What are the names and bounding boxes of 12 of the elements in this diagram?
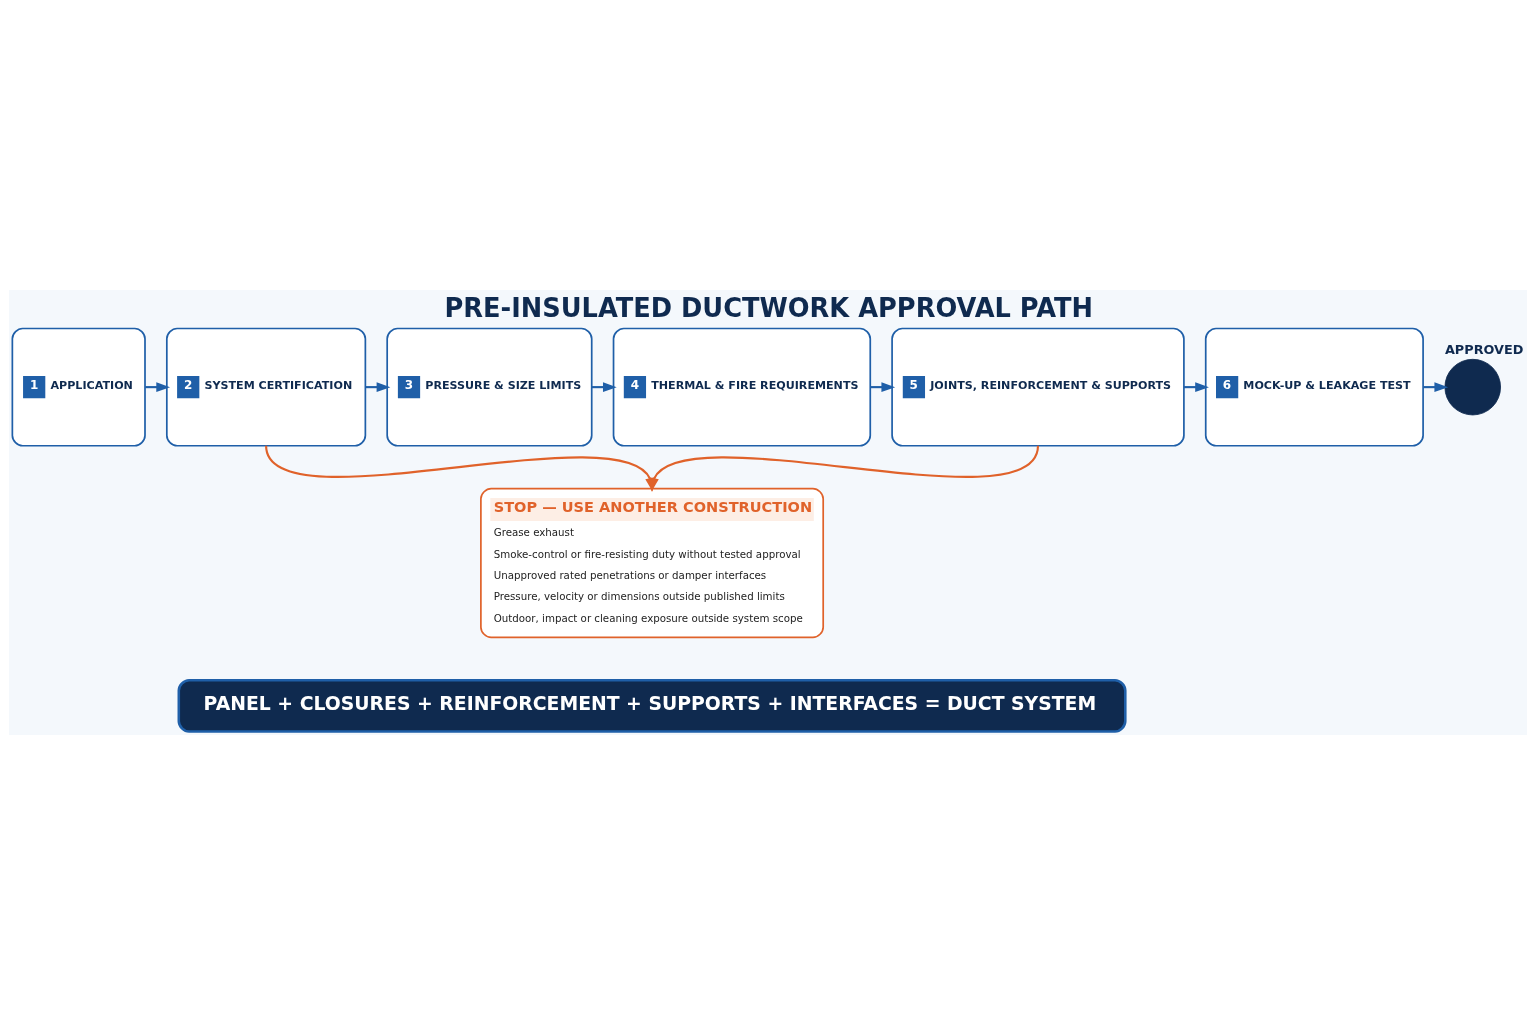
node-label: APPROVED (1444, 341, 1524, 357)
node-box: PANEL + CLOSURES + REINFORCEMENT + SUPPORTS + INTERFACES = DUCT SYSTEM (177, 678, 1127, 733)
node-box: 5 JOINTS, REINFORCEMENT & SUPPORTS (891, 327, 1185, 447)
node-box: 2 SYSTEM CERTIFICATION (165, 327, 367, 447)
node-circle (1444, 358, 1501, 415)
arrow (649, 444, 1039, 492)
node-box: 4 THERMAL & FIRE REQUIREMENTS (612, 327, 872, 447)
node-box: STOP — USE ANOTHER CONSTRUCTION Grease exhaust Smoke-control or fire-resisting duty without tested approval Unapproved rated penetrations or damper interfaces Pressure, velocity or dimensions outside published limits Outdoor, impact or cleaning exposure outside system scope (480, 487, 825, 638)
diagram-title: PRE-INSULATED DUCTWORK APPROVAL PATH (444, 292, 1094, 323)
node-box: 6 MOCK-UP & LEAKAGE TEST (1204, 327, 1424, 447)
node-box: 3 PRESSURE & SIZE LIMITS (386, 327, 593, 447)
node-box: 1 APPLICATION (11, 327, 146, 447)
